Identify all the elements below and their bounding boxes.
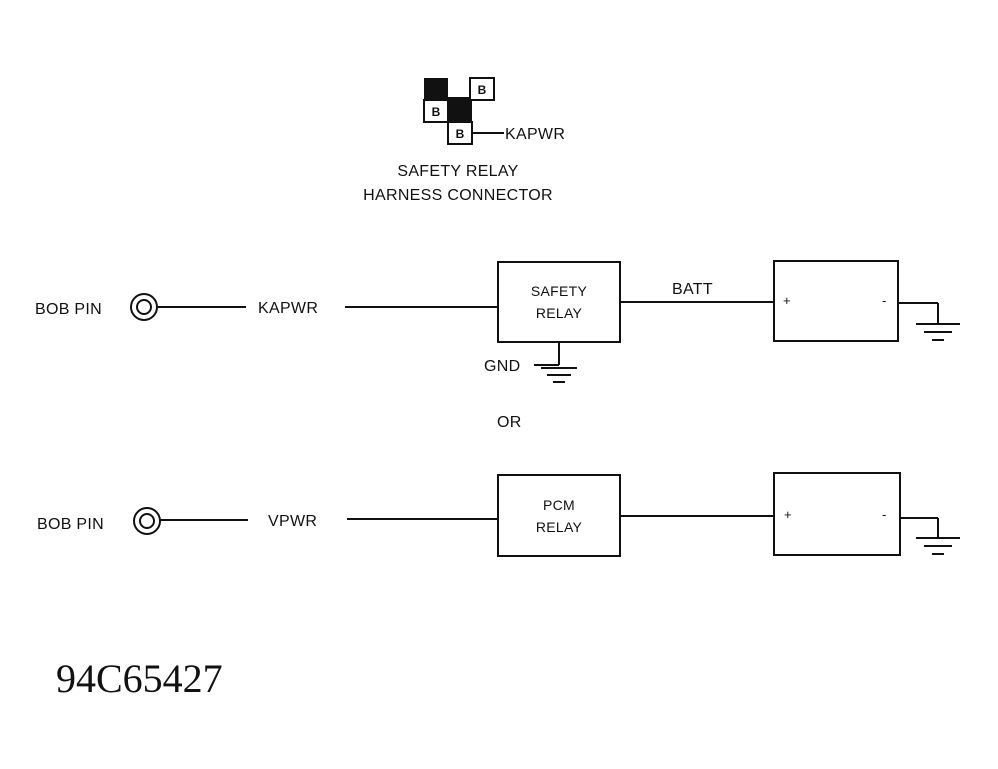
battery-box: [773, 472, 901, 556]
connector-pin-b: [469, 77, 495, 101]
kapwr-wire-label: KAPWR: [258, 300, 318, 317]
ground-symbol-icon: [916, 323, 960, 341]
bob-pin-label: BOB PIN: [37, 516, 104, 533]
gnd-label: GND: [484, 358, 520, 375]
connector-title-line2: HARNESS CONNECTOR: [363, 187, 553, 204]
bob-pin-terminal-icon: [133, 507, 161, 535]
connector-wire-label: KAPWR: [505, 126, 565, 143]
circuit-pcm-relay: BOB PIN VPWR PCM RELAY + -: [37, 472, 960, 557]
safety-relay-box: [497, 261, 621, 343]
connector-cavity-filled: [424, 78, 448, 102]
figure-id: 94C65427: [56, 656, 223, 701]
pcm-relay-label-line1: PCM: [543, 497, 575, 513]
vpwr-wire-label: VPWR: [268, 513, 317, 530]
battery-plus-label: +: [783, 293, 791, 308]
connector-cavity-filled: [448, 97, 472, 121]
battery-minus-label: -: [882, 507, 886, 522]
connector-pin-b-label: B: [478, 83, 487, 97]
or-label: OR: [497, 414, 522, 431]
bob-pin-terminal-icon: [130, 293, 158, 321]
ground-symbol-icon: [541, 367, 577, 383]
bob-pin-label: BOB PIN: [35, 301, 102, 318]
pcm-relay-box: [497, 474, 621, 557]
connector-title-line1: SAFETY RELAY: [397, 163, 518, 180]
connector-pin-b: [423, 99, 449, 123]
circuit-safety-relay: BOB PIN KAPWR SAFETY RELAY GND BATT + -: [35, 260, 960, 383]
safety-relay-label-line1: SAFETY: [531, 283, 588, 299]
batt-label: BATT: [672, 281, 713, 298]
connector-pin-b-label: B: [432, 105, 441, 119]
safety-relay-label-line2: RELAY: [536, 305, 583, 321]
battery-minus-label: -: [882, 293, 886, 308]
pcm-relay-label-line2: RELAY: [536, 519, 583, 535]
battery-plus-label: +: [784, 507, 792, 522]
connector-pin-b-label: B: [456, 127, 465, 141]
harness-connector: B B B KAPWR SAFETY RELAY HARNESS CONNECT…: [363, 77, 565, 204]
ground-symbol-icon: [916, 537, 960, 555]
battery-box: [773, 260, 899, 342]
